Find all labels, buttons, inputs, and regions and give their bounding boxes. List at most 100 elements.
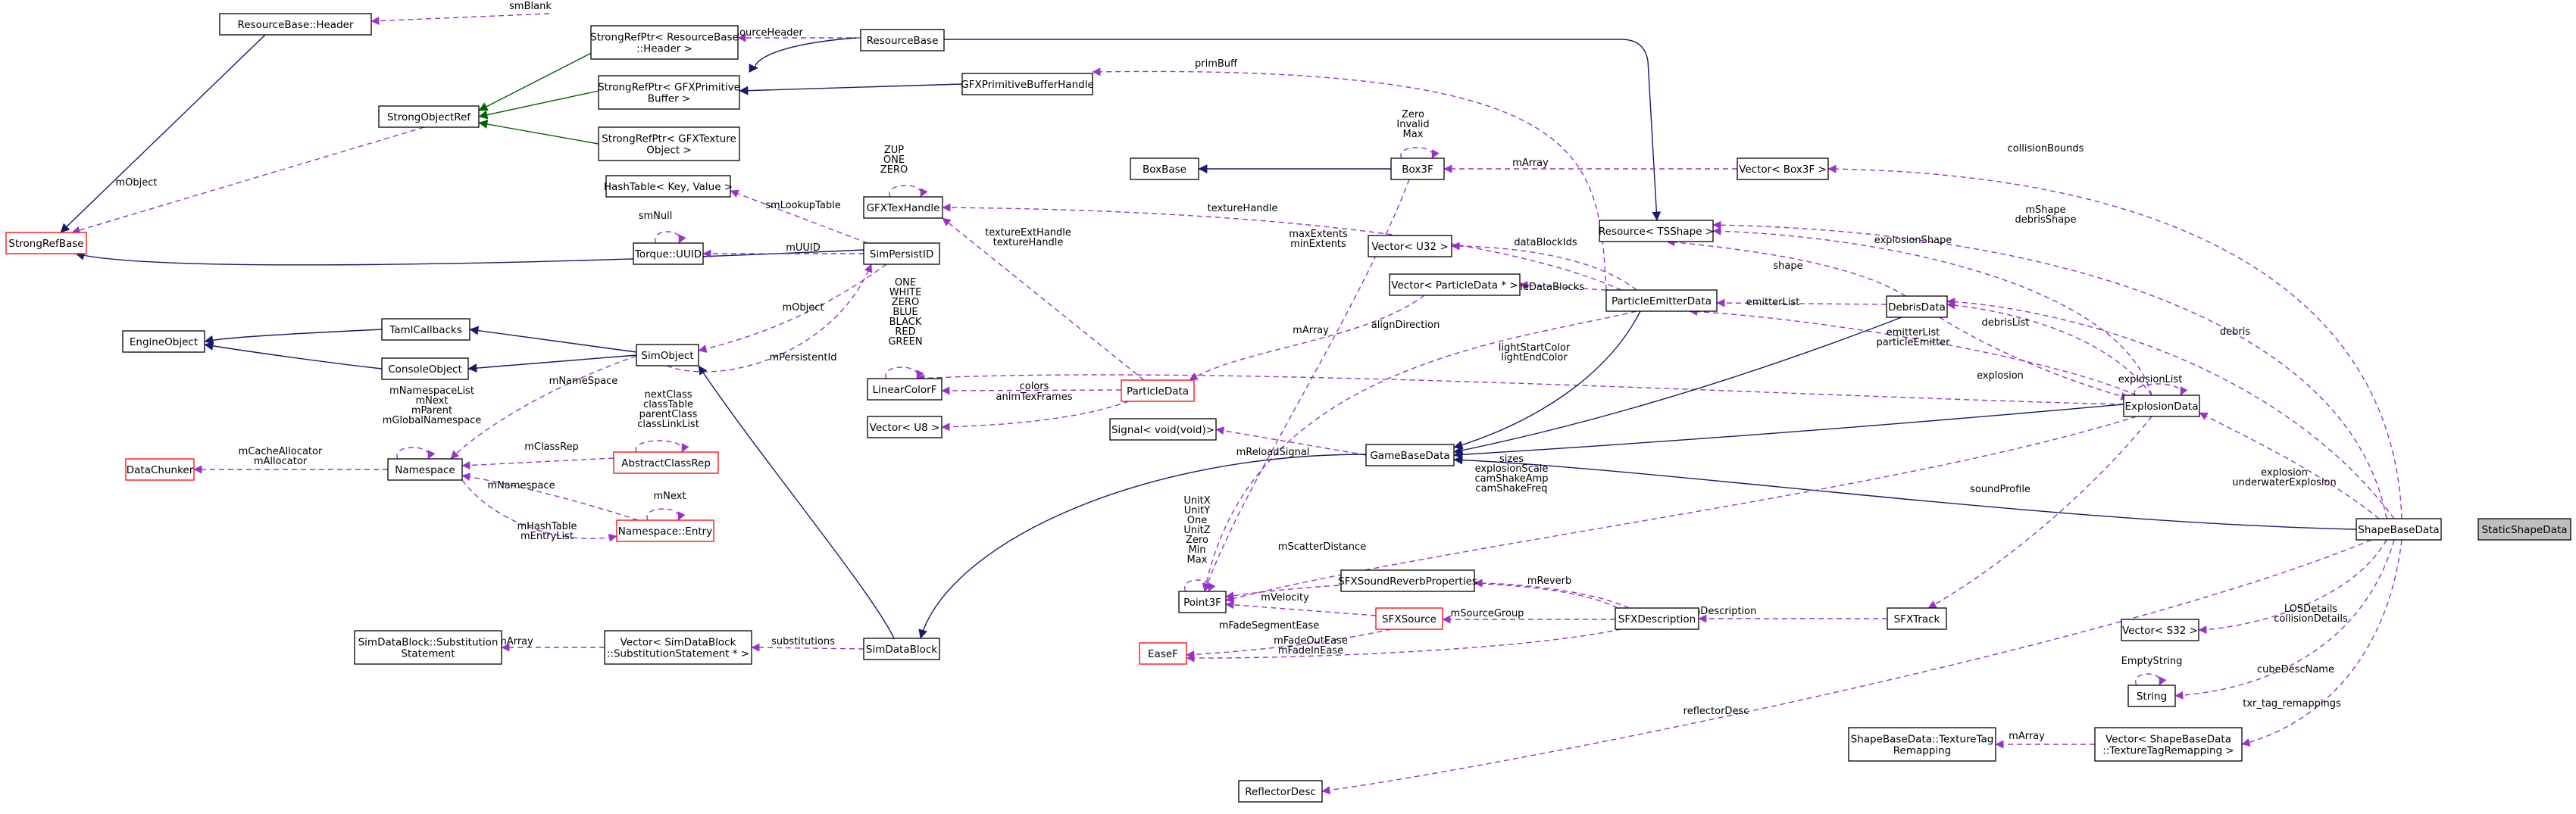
node-strong-ref-ptr-gfxprim-buf[interactable]: StrongRefPtr< GFXPrimitiveBuffer >: [598, 75, 740, 110]
edge-line: [2134, 383, 2188, 396]
edge-line: [467, 354, 637, 373]
edge-inherit-public: [60, 34, 266, 233]
node-box: [2123, 395, 2200, 417]
node-game-base-data[interactable]: GameBaseData: [1365, 444, 1455, 466]
node-label: Point3F: [1183, 597, 1221, 609]
node-box: [867, 416, 943, 438]
edge-line: [889, 185, 928, 198]
edge-usage: mReloadSignal: [1215, 426, 1367, 458]
node-linear-color-f[interactable]: LinearColorF: [867, 378, 943, 401]
edge-line: [1186, 628, 1622, 663]
node-label: Vector< S32 >: [2122, 625, 2198, 637]
node-box: [125, 458, 195, 481]
edge-label: shape: [1773, 260, 1802, 272]
node-label: SFXDescription: [1618, 613, 1696, 625]
node-label: HashTable< Key, Value >: [604, 181, 733, 193]
node-label: StaticShapeData: [2481, 524, 2567, 536]
edge-inherit-public: [739, 83, 963, 95]
edge-label: mCacheAllocator: [239, 446, 323, 457]
node-resource-tsshape[interactable]: Resource< TSShape >: [1599, 220, 1714, 242]
node-label: ResourceBase: [867, 35, 939, 47]
node-sfxdescription[interactable]: SFXDescription: [1615, 607, 1699, 630]
node-namespace[interactable]: Namespace: [387, 458, 463, 481]
node-box: [2478, 518, 2571, 541]
node-vector-u8[interactable]: Vector< U8 >: [867, 416, 943, 438]
edge-label: mFadeInEase: [1278, 645, 1343, 657]
node-strong-ref-base[interactable]: StrongRefBase: [5, 232, 87, 254]
node-box: [633, 242, 704, 265]
node-vector-s32[interactable]: Vector< S32 >: [2121, 619, 2199, 641]
node-namespace-entry[interactable]: Namespace::Entry: [616, 519, 714, 542]
edge-label: mGlobalNamespace: [383, 415, 482, 426]
node-console-object[interactable]: ConsoleObject: [381, 357, 469, 380]
node-torque-uuid[interactable]: Torque::UUID: [633, 242, 704, 265]
node-explosion-data[interactable]: ExplosionData: [2123, 395, 2200, 417]
node-label: ReflectorDesc: [1245, 786, 1316, 798]
edge-line: [943, 39, 1662, 221]
node-vector-particle-data[interactable]: Vector< ParticleData * >: [1389, 273, 1521, 296]
edge-usage: explosion: [1939, 317, 2130, 401]
edge-usage: mVelocity: [1225, 592, 1377, 616]
node-box-base[interactable]: BoxBase: [1130, 157, 1199, 180]
edge-label: Max: [1403, 129, 1424, 140]
node-taml-callbacks[interactable]: TamlCallbacks: [381, 318, 470, 341]
node-string[interactable]: String: [2127, 685, 2176, 707]
node-hash-table[interactable]: HashTable< Key, Value >: [604, 175, 733, 198]
node-resource-base[interactable]: ResourceBase: [860, 29, 945, 51]
edge-line: [60, 34, 266, 233]
edge-line: [885, 366, 924, 379]
edge-inherit-public: [467, 354, 637, 373]
node-sim-data-block[interactable]: SimDataBlock: [863, 638, 940, 660]
node-vector-texture-tag-remapping[interactable]: Vector< ShapeBaseData::TextureTagRemappi…: [2094, 727, 2243, 762]
node-vector-box3-f[interactable]: Vector< Box3F >: [1737, 157, 1829, 180]
edge-inherit-public: [1453, 455, 2357, 530]
edge-line: [698, 264, 887, 353]
edge-label: GREEN: [888, 336, 922, 348]
node-particle-emitter-data[interactable]: ParticleEmitterData: [1605, 289, 1718, 312]
node-shape-base-data[interactable]: ShapeBaseData: [2356, 518, 2442, 541]
node-sfxsource[interactable]: SFXSource: [1375, 607, 1443, 630]
node-sim-persist-id[interactable]: SimPersistID: [863, 242, 940, 265]
edge-label: primBuff: [1195, 58, 1238, 70]
node-resource-base-header[interactable]: ResourceBase::Header: [219, 13, 372, 36]
node-label: ExplosionData: [2125, 401, 2199, 413]
edge-label: smLookupTable: [765, 200, 841, 211]
edge-label: BLUE: [893, 307, 918, 318]
node-label: ShapeBaseData::TextureTag: [1851, 734, 1994, 746]
node-label: DebrisData: [1888, 301, 1946, 313]
node-box3-f[interactable]: Box3F: [1390, 157, 1445, 180]
node-sim-data-block-subst[interactable]: SimDataBlock::SubstitutionStatement: [354, 630, 502, 665]
node-reflector-desc[interactable]: ReflectorDesc: [1238, 780, 1323, 803]
node-sfxsound-reverb-properties[interactable]: SFXSoundReverbProperties: [1338, 569, 1477, 592]
node-abstract-class-rep[interactable]: AbstractClassRep: [613, 451, 719, 474]
node-label: Vector< U8 >: [870, 422, 940, 434]
edges: smBlankmResourceHeadermObjectprimBuffZer…: [60, 1, 2402, 795]
node-label: DataChunker: [127, 464, 194, 476]
node-sim-object[interactable]: SimObject: [636, 344, 699, 366]
node-particle-data[interactable]: ParticleData: [1121, 379, 1195, 402]
node-label: SFXSoundReverbProperties: [1338, 575, 1477, 588]
node-label: SFXTrack: [1894, 613, 1940, 625]
edge-label: sizes: [1499, 454, 1524, 465]
node-engine-object[interactable]: EngineObject: [122, 330, 205, 353]
node-strong-ref-ptr-res-base-header[interactable]: StrongRefPtr< ResourceBase::Header >: [590, 25, 739, 60]
node-point3-f[interactable]: Point3F: [1178, 591, 1227, 613]
node-vector-u32[interactable]: Vector< U32 >: [1368, 235, 1452, 257]
node-signal-void[interactable]: Signal< void(void)>: [1109, 418, 1217, 441]
node-ease-f[interactable]: EaseF: [1139, 642, 1187, 665]
node-label: EngineObject: [130, 336, 198, 348]
edge-line: [71, 126, 425, 235]
node-texture-tag-remapping[interactable]: ShapeBaseData::TextureTagRemapping: [1848, 727, 1996, 762]
node-debris-data[interactable]: DebrisData: [1886, 295, 1948, 318]
node-gfxtex-handle[interactable]: GFXTexHandle: [863, 196, 943, 219]
node-strong-object-ref[interactable]: StrongObjectRef: [378, 105, 480, 128]
node-vector-subst[interactable]: Vector< SimDataBlock::SubstitutionStatem…: [604, 630, 752, 665]
node-gfxprimitive-buffer-handle[interactable]: GFXPrimitiveBufferHandle: [961, 73, 1094, 95]
node-data-chunker[interactable]: DataChunker: [125, 458, 195, 481]
edge-usage: smBlank: [370, 1, 552, 26]
node-sfxtrack[interactable]: SFXTrack: [1887, 607, 1947, 630]
node-label: Vector< Box3F >: [1739, 164, 1827, 176]
